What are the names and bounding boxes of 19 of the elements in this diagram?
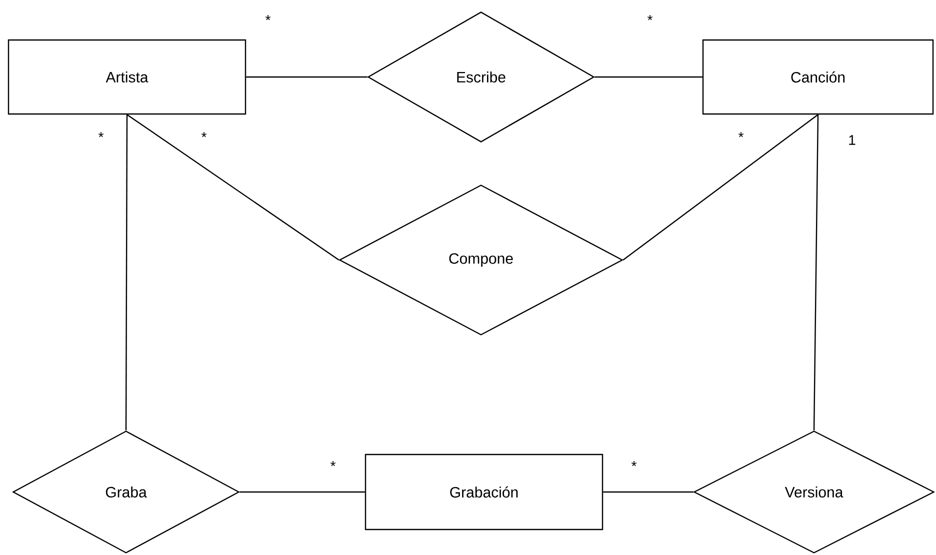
connector-line <box>246 76 368 78</box>
connector-line <box>622 114 818 260</box>
entity-box: Artista <box>8 39 246 115</box>
connector-line <box>813 114 819 430</box>
multiplicity-label: 1 <box>849 135 856 145</box>
connector-line <box>125 114 128 430</box>
connector-line <box>126 114 340 260</box>
connector-line <box>594 76 702 78</box>
multiplicity-label: * <box>98 132 104 138</box>
connector-line <box>240 491 365 493</box>
connector-line <box>603 491 694 493</box>
entity-box: Canción <box>702 39 934 115</box>
multiplicity-label: * <box>266 15 271 20</box>
multiplicity-label: * <box>648 15 653 20</box>
multiplicity-label: * <box>632 461 637 466</box>
multiplicity-label: * <box>330 461 336 466</box>
multiplicity-label: * <box>738 132 744 138</box>
entity-box: Grabación <box>364 454 604 530</box>
multiplicity-label: * <box>202 132 207 138</box>
